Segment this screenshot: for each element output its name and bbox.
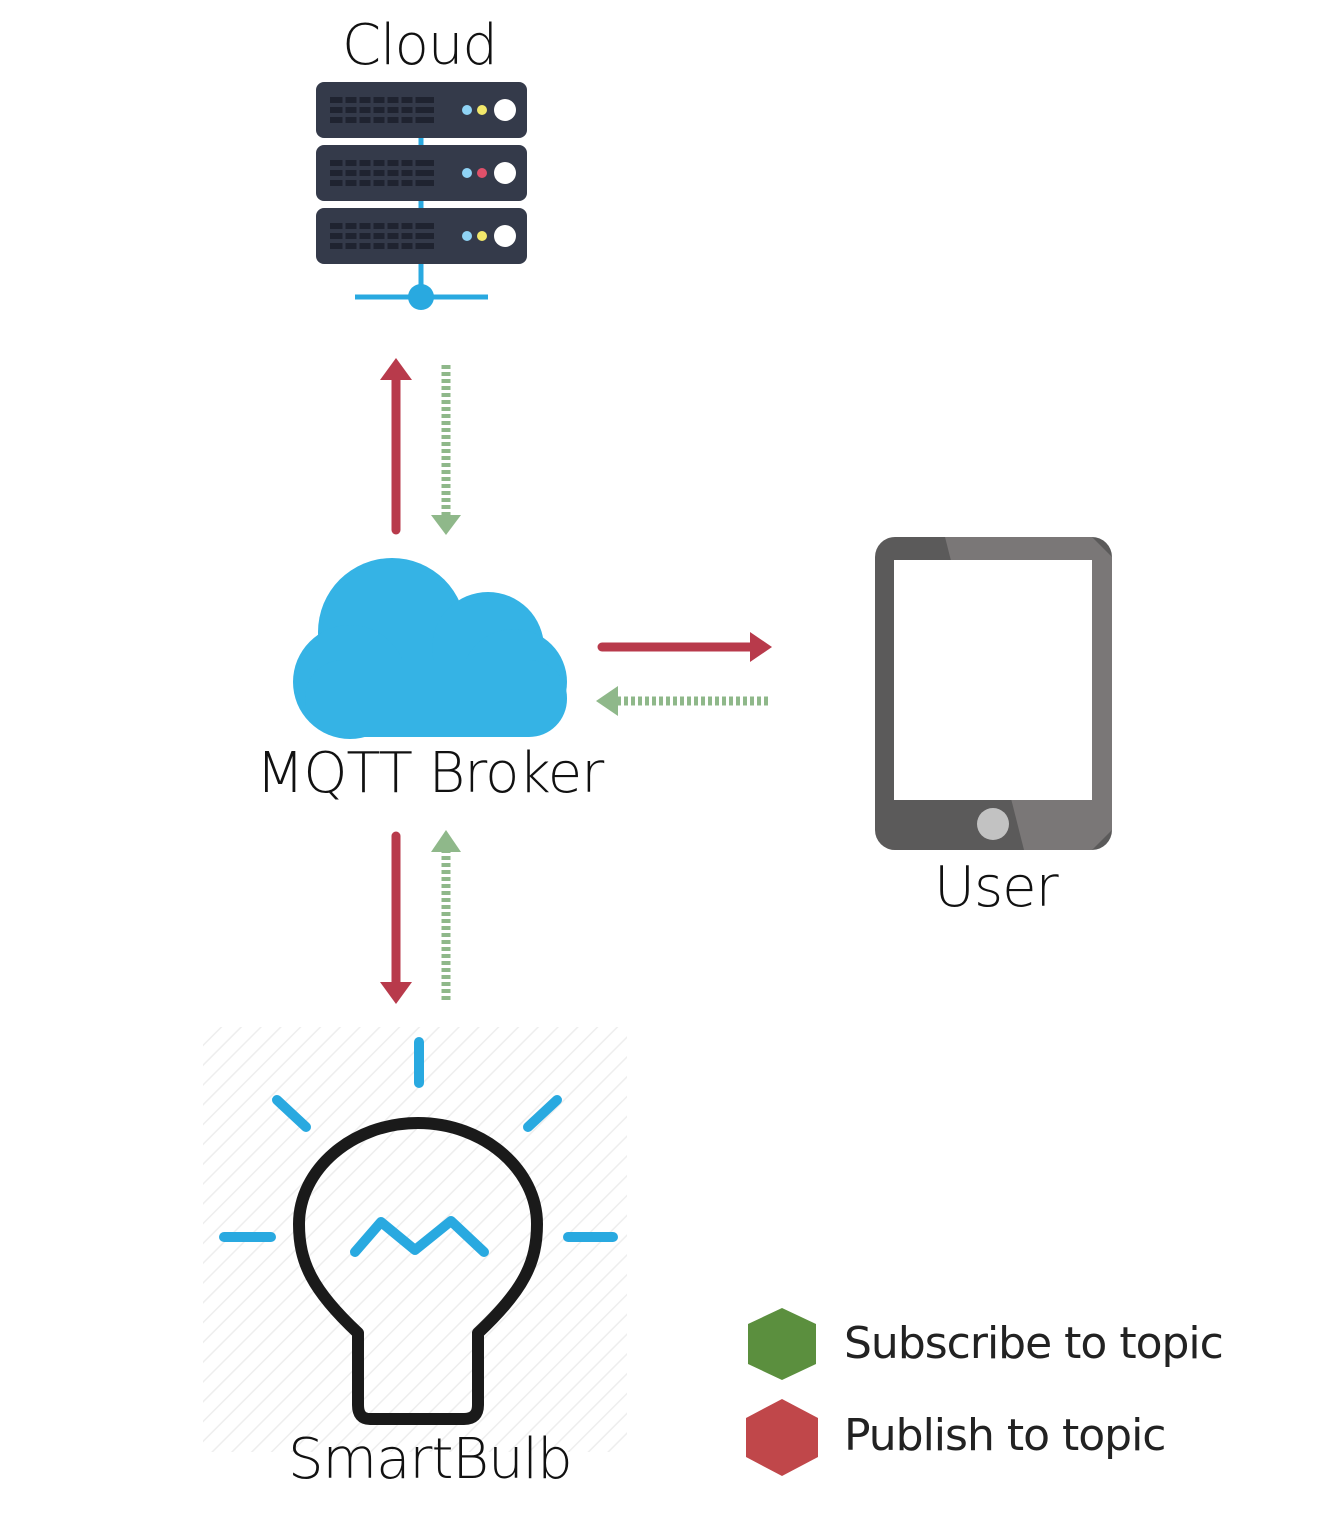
smartbulb-label: SmartBulb xyxy=(288,1427,573,1492)
publish-arrow-broker-to-cloud xyxy=(380,358,412,535)
user-label: User xyxy=(934,855,1059,920)
subscribe-legend-label: Subscribe to topic xyxy=(844,1318,1224,1369)
subscribe-arrow-user-to-broker xyxy=(596,686,768,716)
server-rack-icon xyxy=(316,82,527,310)
subscribe-legend-icon xyxy=(748,1308,816,1380)
subscribe-arrow-cloud-to-broker xyxy=(431,365,461,535)
lightbulb-icon xyxy=(203,1027,627,1452)
subscribe-arrow-bulb-to-broker xyxy=(431,830,461,1000)
cloud-icon xyxy=(293,558,567,739)
publish-arrow-broker-to-bulb xyxy=(380,831,412,1004)
tablet-icon xyxy=(875,537,1112,850)
publish-arrow-broker-to-user xyxy=(597,632,772,662)
publish-legend-label: Publish to topic xyxy=(844,1410,1166,1461)
publish-legend-icon xyxy=(746,1399,818,1476)
cloud-label: Cloud xyxy=(342,13,498,78)
broker-label: MQTT Broker xyxy=(256,741,604,806)
